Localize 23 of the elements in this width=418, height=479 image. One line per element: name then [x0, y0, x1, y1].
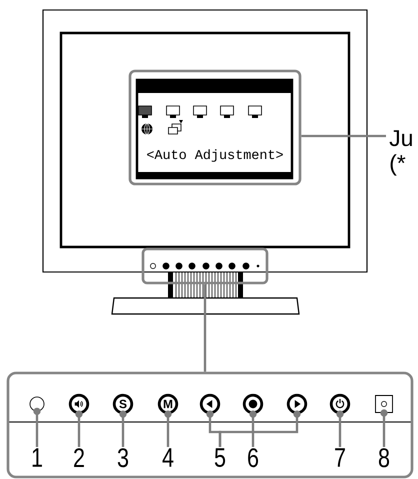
control-highlight	[142, 248, 268, 284]
round-button	[242, 394, 264, 414]
leader-line	[301, 134, 386, 138]
callout-number: 2	[74, 448, 84, 467]
control-panel-box	[6, 372, 414, 478]
menu-highlight: <Auto Adjustment>	[128, 70, 302, 186]
round-button	[286, 394, 308, 414]
round-button: M	[158, 394, 178, 414]
callout-text: Ju (*	[390, 130, 412, 176]
round-button	[200, 394, 220, 414]
callout-number: 1	[32, 448, 42, 467]
round-button	[330, 394, 350, 414]
callout-number: 3	[118, 448, 128, 468]
callout-number: 5	[214, 448, 226, 467]
round-button: S	[112, 394, 134, 414]
callout-number: 7	[335, 448, 345, 467]
square-button	[375, 395, 393, 413]
callout-number: 4	[162, 448, 174, 467]
callout-number: 8	[378, 448, 390, 468]
sensor-circle	[30, 396, 44, 412]
round-button	[68, 394, 90, 414]
leader-line	[204, 284, 206, 372]
callout-number: 6	[248, 448, 258, 468]
